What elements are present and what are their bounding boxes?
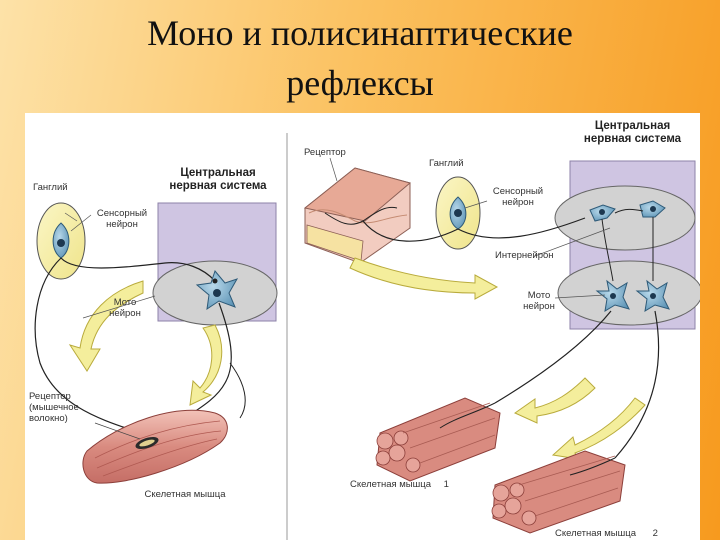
left-label-sensory-neuron: Сенсорный нейрон <box>96 208 148 230</box>
right-cns-upper-gray <box>554 185 696 251</box>
right-label-cns: Центральная нервная система <box>583 120 682 145</box>
reflex-figure: Ганглий Центральная нервная система Сенс… <box>25 113 700 540</box>
right-label-motor-neuron: Мото нейрон <box>523 290 555 312</box>
right-label-sensory-neuron: Сенсорный нейрон <box>492 186 544 208</box>
right-cns-lower-gray <box>557 260 700 326</box>
left-skeletal-muscle <box>82 409 228 484</box>
slide-title-line2: рефлексы <box>286 63 434 103</box>
slide-title-line1: Моно и полисинаптические <box>147 13 573 53</box>
right-arrow-afferent <box>349 257 499 300</box>
left-arrow-afferent <box>68 280 144 372</box>
right-arrow-efferent-1 <box>513 377 596 424</box>
left-arrow-efferent <box>189 324 223 406</box>
reflex-diagram-graphics <box>34 133 700 540</box>
left-label-receptor: Рецептор (мышечное волокно) <box>29 391 79 424</box>
slide-title: Моно и полисинаптические рефлексы <box>0 8 720 108</box>
right-label-muscle-2: Скелетная мышца 2 <box>555 528 658 539</box>
right-skeletal-muscle-2 <box>491 450 626 534</box>
left-label-cns: Центральная нервная система <box>169 167 267 192</box>
right-label-ganglion: Ганглий <box>429 158 464 169</box>
right-label-receptor: Рецептор <box>304 147 346 158</box>
right-skeletal-muscle-1 <box>375 397 501 482</box>
left-label-muscle: Скелетная мышца <box>144 489 226 500</box>
left-label-ganglion: Ганглий <box>33 182 68 193</box>
left-sensory-axon <box>60 257 216 282</box>
left-label-motor-neuron: Мото нейрон <box>109 297 141 319</box>
right-label-interneuron: Интернейрон <box>495 250 554 261</box>
left-motor-axon <box>184 302 232 419</box>
right-receptor-skin <box>303 167 412 264</box>
left-sensory-dendrite <box>34 257 136 432</box>
right-label-muscle-1: Скелетная мышца 1 <box>350 479 449 490</box>
